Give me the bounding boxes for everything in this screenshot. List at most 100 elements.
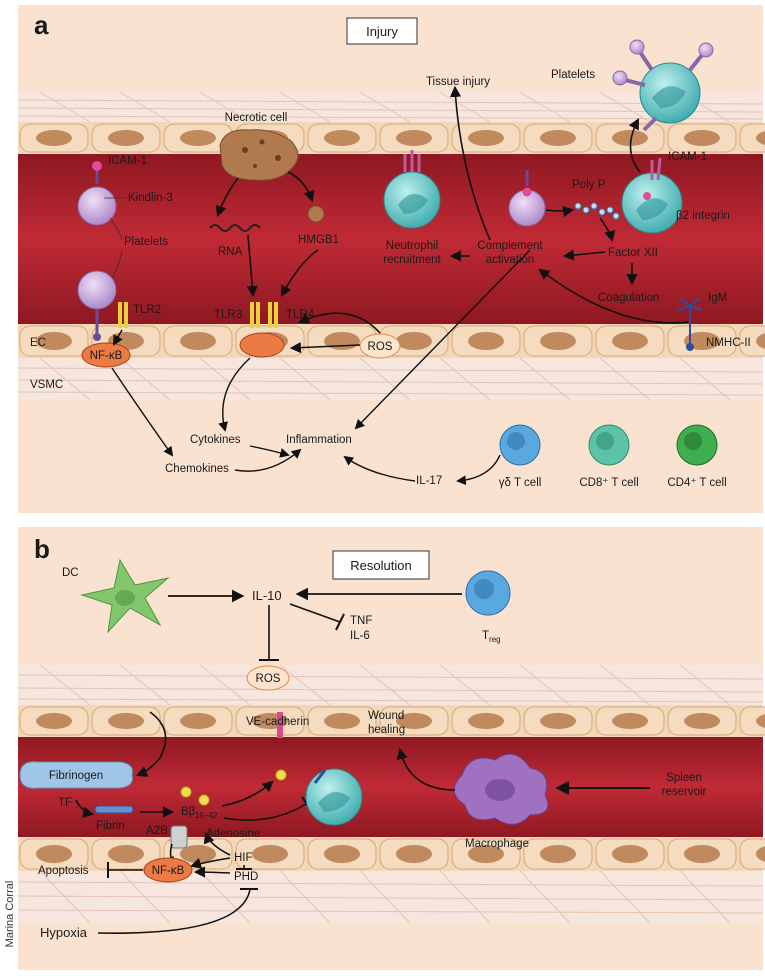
cell-nucleus bbox=[108, 130, 144, 146]
necrotic-cell bbox=[219, 129, 299, 181]
complement-label: Complement bbox=[477, 240, 543, 252]
igm-antibody bbox=[677, 297, 703, 351]
ros-a bbox=[359, 333, 401, 359]
cell-nucleus bbox=[612, 713, 648, 729]
cell-nucleus bbox=[324, 332, 360, 350]
cell-nucleus bbox=[396, 713, 432, 729]
cell-nucleus bbox=[540, 845, 576, 863]
cell-nucleus bbox=[180, 130, 216, 146]
cell-nucleus bbox=[612, 332, 648, 350]
hmgb1-particle bbox=[307, 205, 325, 223]
cell-nucleus bbox=[540, 713, 576, 729]
cell-nucleus bbox=[684, 845, 720, 863]
tlr2-label: TLR2 bbox=[133, 304, 161, 316]
nfkb-center bbox=[239, 332, 285, 358]
endothelial-cell bbox=[739, 325, 765, 357]
cell-nucleus bbox=[36, 845, 72, 863]
inflammation-label: Inflammation bbox=[286, 434, 352, 446]
cell-nucleus bbox=[180, 332, 216, 350]
fibrin-label: Fibrin bbox=[96, 820, 125, 832]
tlr4-receptor bbox=[268, 302, 278, 328]
neutrophil-b bbox=[305, 768, 363, 826]
necrotic-cell-label: Necrotic cell bbox=[225, 112, 288, 124]
vsmc-label: VSMC bbox=[30, 379, 63, 391]
adenosine-label: Adenosine bbox=[206, 828, 260, 840]
phd-label: PHD bbox=[234, 871, 258, 883]
ve-cadherin-label: VE-cadherin bbox=[246, 716, 309, 728]
activation-label: activation bbox=[486, 254, 535, 266]
healing-label: healing bbox=[368, 724, 405, 736]
ros-b-label: ROS bbox=[256, 673, 281, 685]
wound-label: Wound bbox=[368, 710, 404, 722]
cell-nucleus bbox=[684, 130, 720, 146]
a2b-label: A2B bbox=[146, 825, 168, 837]
reservoir-label: reservoir bbox=[662, 786, 707, 798]
platelet-upper-left bbox=[77, 161, 117, 226]
cell-nucleus bbox=[396, 332, 432, 350]
cell-nucleus bbox=[396, 130, 432, 146]
cell-nucleus bbox=[756, 846, 765, 862]
tlr2-receptor bbox=[118, 302, 128, 328]
cell-nucleus bbox=[180, 713, 216, 729]
endothelial-cells-b-top bbox=[19, 706, 765, 736]
credit-text: Marina Corral bbox=[4, 880, 16, 948]
icam1-left-label: ICAM-1 bbox=[108, 155, 147, 167]
cytokines-label: Cytokines bbox=[190, 434, 241, 446]
fibrin-shape bbox=[94, 805, 134, 814]
cell-nucleus bbox=[612, 845, 648, 863]
cell-nucleus bbox=[324, 845, 360, 863]
cd4-t-cell-label: CD4⁺ T cell bbox=[667, 477, 726, 489]
vsmc-bottom-pattern bbox=[17, 357, 764, 401]
tf-label: TF bbox=[58, 797, 72, 809]
neutrophil-a bbox=[383, 150, 441, 229]
poly-p-label: Poly P bbox=[572, 179, 606, 191]
cell-nucleus bbox=[36, 713, 72, 729]
resolution-title-box bbox=[332, 550, 430, 580]
cell-nucleus bbox=[108, 713, 144, 729]
ros-b bbox=[246, 665, 290, 691]
neutrophil-label: Neutrophil bbox=[386, 240, 438, 252]
poly-p-chain bbox=[574, 202, 620, 220]
cell-nucleus bbox=[108, 845, 144, 863]
fibrinogen-label: Fibrinogen bbox=[49, 770, 103, 782]
chemokines-label: Chemokines bbox=[165, 463, 229, 475]
platelets-left-label: Platelets bbox=[124, 236, 168, 248]
macrophage bbox=[453, 753, 549, 825]
hmgb1-label: HMGB1 bbox=[298, 234, 339, 246]
gd-t-cell bbox=[499, 424, 541, 466]
neutrophil-integrin bbox=[621, 157, 683, 234]
cell-nucleus bbox=[756, 714, 765, 728]
b2-integrin-label: β2 integrin bbox=[676, 210, 730, 222]
cell-nucleus bbox=[612, 130, 648, 146]
endothelial-cell bbox=[739, 838, 765, 870]
spleen-label: Spleen bbox=[666, 772, 702, 784]
tlr3-label: TLR3 bbox=[214, 309, 242, 321]
endothelial-cell bbox=[739, 123, 765, 153]
injury-title-box bbox=[346, 17, 418, 45]
icam1-right-label: ICAM-1 bbox=[668, 151, 707, 163]
tlr4-label: TLR4 bbox=[286, 309, 315, 321]
macrophage-label: Macrophage bbox=[465, 838, 529, 850]
fibrinogen-shape bbox=[19, 761, 133, 789]
nfkb-b bbox=[143, 857, 193, 883]
igm-label: IgM bbox=[708, 292, 727, 304]
nfkb-left bbox=[81, 342, 131, 368]
cell-nucleus bbox=[468, 130, 504, 146]
il10-label: IL-10 bbox=[252, 588, 282, 603]
lumen-b bbox=[18, 737, 763, 837]
endothelial-cells-b-bottom bbox=[19, 838, 765, 870]
il17-label: IL-17 bbox=[416, 475, 442, 487]
platelet-polyp bbox=[508, 170, 546, 227]
endothelial-cell bbox=[739, 706, 765, 736]
cd8-t-cell bbox=[588, 424, 630, 466]
dc-label: DC bbox=[62, 567, 79, 579]
platelet-lower-left bbox=[77, 270, 117, 341]
panel-a-letter: a bbox=[34, 10, 49, 40]
factor-xii-label: Factor XII bbox=[608, 247, 658, 259]
cell-nucleus bbox=[756, 131, 765, 145]
cell-nucleus bbox=[252, 845, 288, 863]
endothelial-cells-top bbox=[19, 123, 765, 153]
nfkb-left-label: NF-κB bbox=[90, 350, 123, 362]
rna-strand bbox=[209, 224, 261, 232]
panel-a: a Injury ICAM-1 Kindlin-3 Platelets TLR2… bbox=[17, 5, 765, 513]
